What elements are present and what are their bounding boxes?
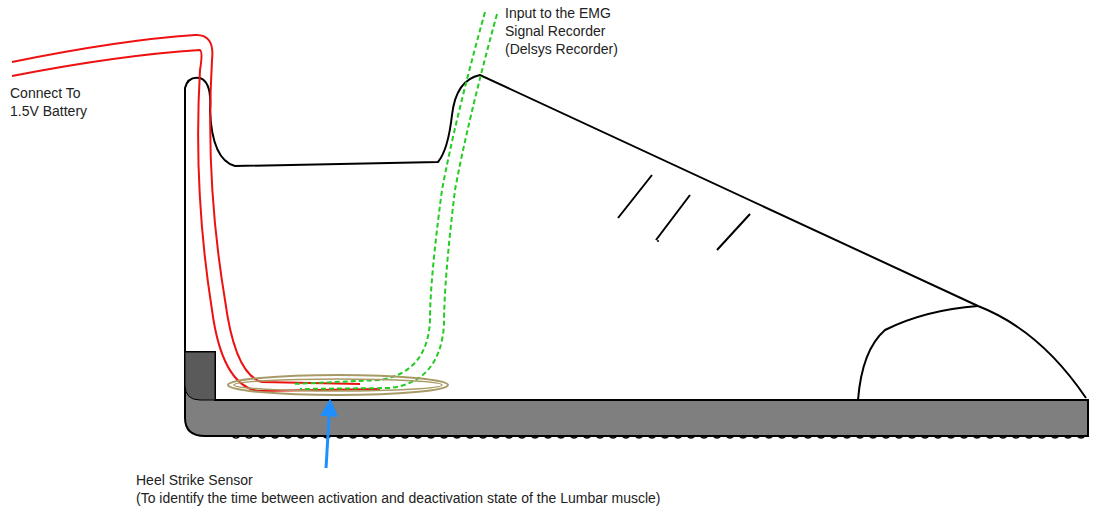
heel-strike-sensor <box>228 375 448 395</box>
recorder-label: Input to the EMG Signal Recorder (Delsys… <box>505 4 627 58</box>
heel-counter <box>185 352 215 400</box>
emg-signal-wire <box>292 12 485 384</box>
sensor-note: (To identify the time between activation… <box>136 489 661 507</box>
sole-tread <box>232 436 1085 438</box>
battery-wire <box>12 50 380 391</box>
leader-arrow <box>326 402 330 468</box>
shoe-sole <box>185 352 1088 436</box>
emg-signal-wire <box>300 14 497 389</box>
sensor-label: Heel Strike Sensor <box>136 471 253 489</box>
toe-cap <box>858 306 978 400</box>
shoe-upper <box>185 75 1086 398</box>
battery-label: Connect To 1.5V Battery <box>10 84 102 120</box>
lace-mark <box>618 175 750 250</box>
